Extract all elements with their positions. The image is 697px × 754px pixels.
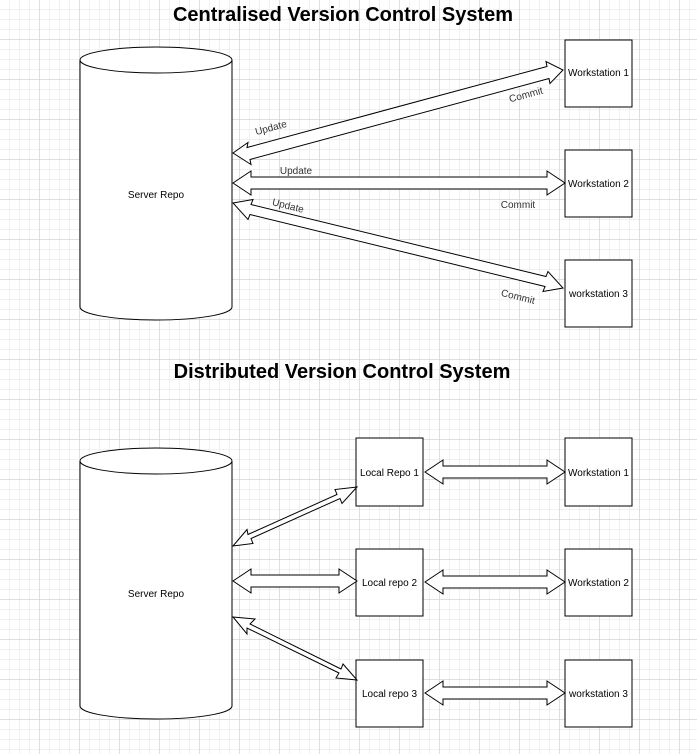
local-repo-3-label: Local repo 3 (362, 689, 417, 700)
distributed-workstation-2-label: Workstation 2 (568, 578, 629, 589)
local-workstation-arrow-3 (424, 680, 566, 706)
central-workstation-3-label: workstation 3 (568, 289, 628, 300)
central-workstation-1-label: Workstation 1 (568, 68, 629, 79)
update-label-2: Update (280, 166, 313, 177)
centralised-title: Centralised Version Control System (173, 4, 513, 26)
update-label-1: Update (254, 119, 288, 138)
local-repo-2-label: Local repo 2 (362, 578, 417, 589)
distributed-workstation-3-label: workstation 3 (568, 689, 628, 700)
distributed-title: Distributed Version Control System (174, 361, 511, 383)
central-workstation-3[interactable]: workstation 3 (564, 259, 633, 328)
central-workstation-2-label: Workstation 2 (568, 179, 629, 190)
local-repo-1-label: Local Repo 1 (360, 468, 419, 479)
distributed-workstation-3[interactable]: workstation 3 (564, 659, 633, 728)
local-workstation-arrow-2 (424, 569, 566, 595)
distributed-workstation-1[interactable]: Workstation 1 (564, 437, 633, 507)
central-server-label: Server Repo (128, 190, 185, 201)
commit-label-2: Commit (501, 200, 536, 211)
server-local-arrow-3 (231, 616, 359, 681)
central-workstation-2[interactable]: Workstation 2 (564, 149, 633, 218)
central-workstation-1[interactable]: Workstation 1 (564, 39, 633, 108)
central-arrow-2 (232, 170, 566, 196)
local-repo-2[interactable]: Local repo 2 (355, 548, 424, 617)
central-server-repo[interactable]: Server Repo (79, 46, 233, 321)
local-repo-3[interactable]: Local repo 3 (355, 659, 424, 728)
distributed-server-repo[interactable]: Server Repo (79, 447, 233, 720)
local-repo-1[interactable]: Local Repo 1 (355, 437, 424, 507)
commit-label-3: Commit (500, 288, 536, 307)
server-local-arrow-1 (231, 486, 359, 547)
distributed-workstation-1-label: Workstation 1 (568, 468, 629, 479)
distributed-server-label: Server Repo (128, 589, 185, 600)
server-local-arrow-2 (232, 568, 358, 594)
local-workstation-arrow-1 (424, 459, 566, 485)
central-arrow-1 (232, 60, 564, 166)
distributed-workstation-2[interactable]: Workstation 2 (564, 548, 633, 617)
central-arrow-3 (232, 198, 564, 293)
